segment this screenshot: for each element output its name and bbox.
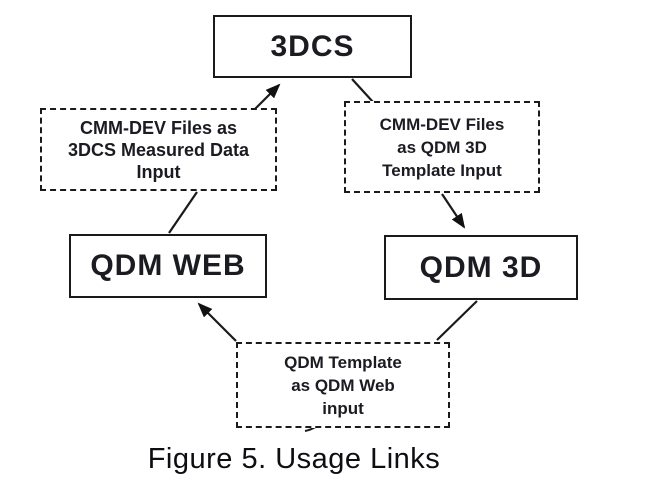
note-line: as QDM 3D	[397, 137, 487, 157]
note-cmm-dev-3dcs-input: CMM-DEV Files as 3DCS Measured Data Inpu…	[40, 108, 277, 191]
note-qdm-template-web-input: QDM Template as QDM Web input	[236, 342, 450, 428]
arrow-note-right-to-qdm3d	[441, 193, 466, 229]
note-line: CMM-DEV Files	[379, 114, 505, 134]
note-line: as QDM Web	[291, 375, 395, 395]
node-3dcs-label: 3DCS	[270, 29, 355, 63]
note-line: 3DCS Measured Data	[67, 139, 250, 160]
note-line: Input	[136, 161, 181, 182]
note-line: input	[322, 398, 364, 418]
figure-caption: Figure 5. Usage Links	[147, 443, 441, 475]
arrow-note-bottom-to-qdmweb	[197, 302, 237, 342]
node-3dcs: 3DCS	[213, 15, 412, 78]
note-cmm-dev-qdm3d-template: CMM-DEV Files as QDM 3D Template Input	[344, 101, 540, 193]
line-3dcs-to-note-right	[351, 78, 374, 103]
note-line: Template Input	[382, 160, 502, 180]
note-line: QDM Template	[284, 352, 402, 372]
line-qdmweb-to-note-left	[168, 191, 198, 234]
arrow-note-left-to-3dcs	[254, 83, 281, 110]
node-qdm-3d-label: QDM 3D	[419, 250, 543, 284]
line-qdm3d-to-note-bottom	[436, 300, 478, 341]
node-qdm-web-label: QDM WEB	[90, 249, 246, 282]
note-line: CMM-DEV Files as	[79, 117, 238, 138]
node-qdm-web: QDM WEB	[69, 234, 267, 298]
node-qdm-3d: QDM 3D	[384, 235, 578, 300]
